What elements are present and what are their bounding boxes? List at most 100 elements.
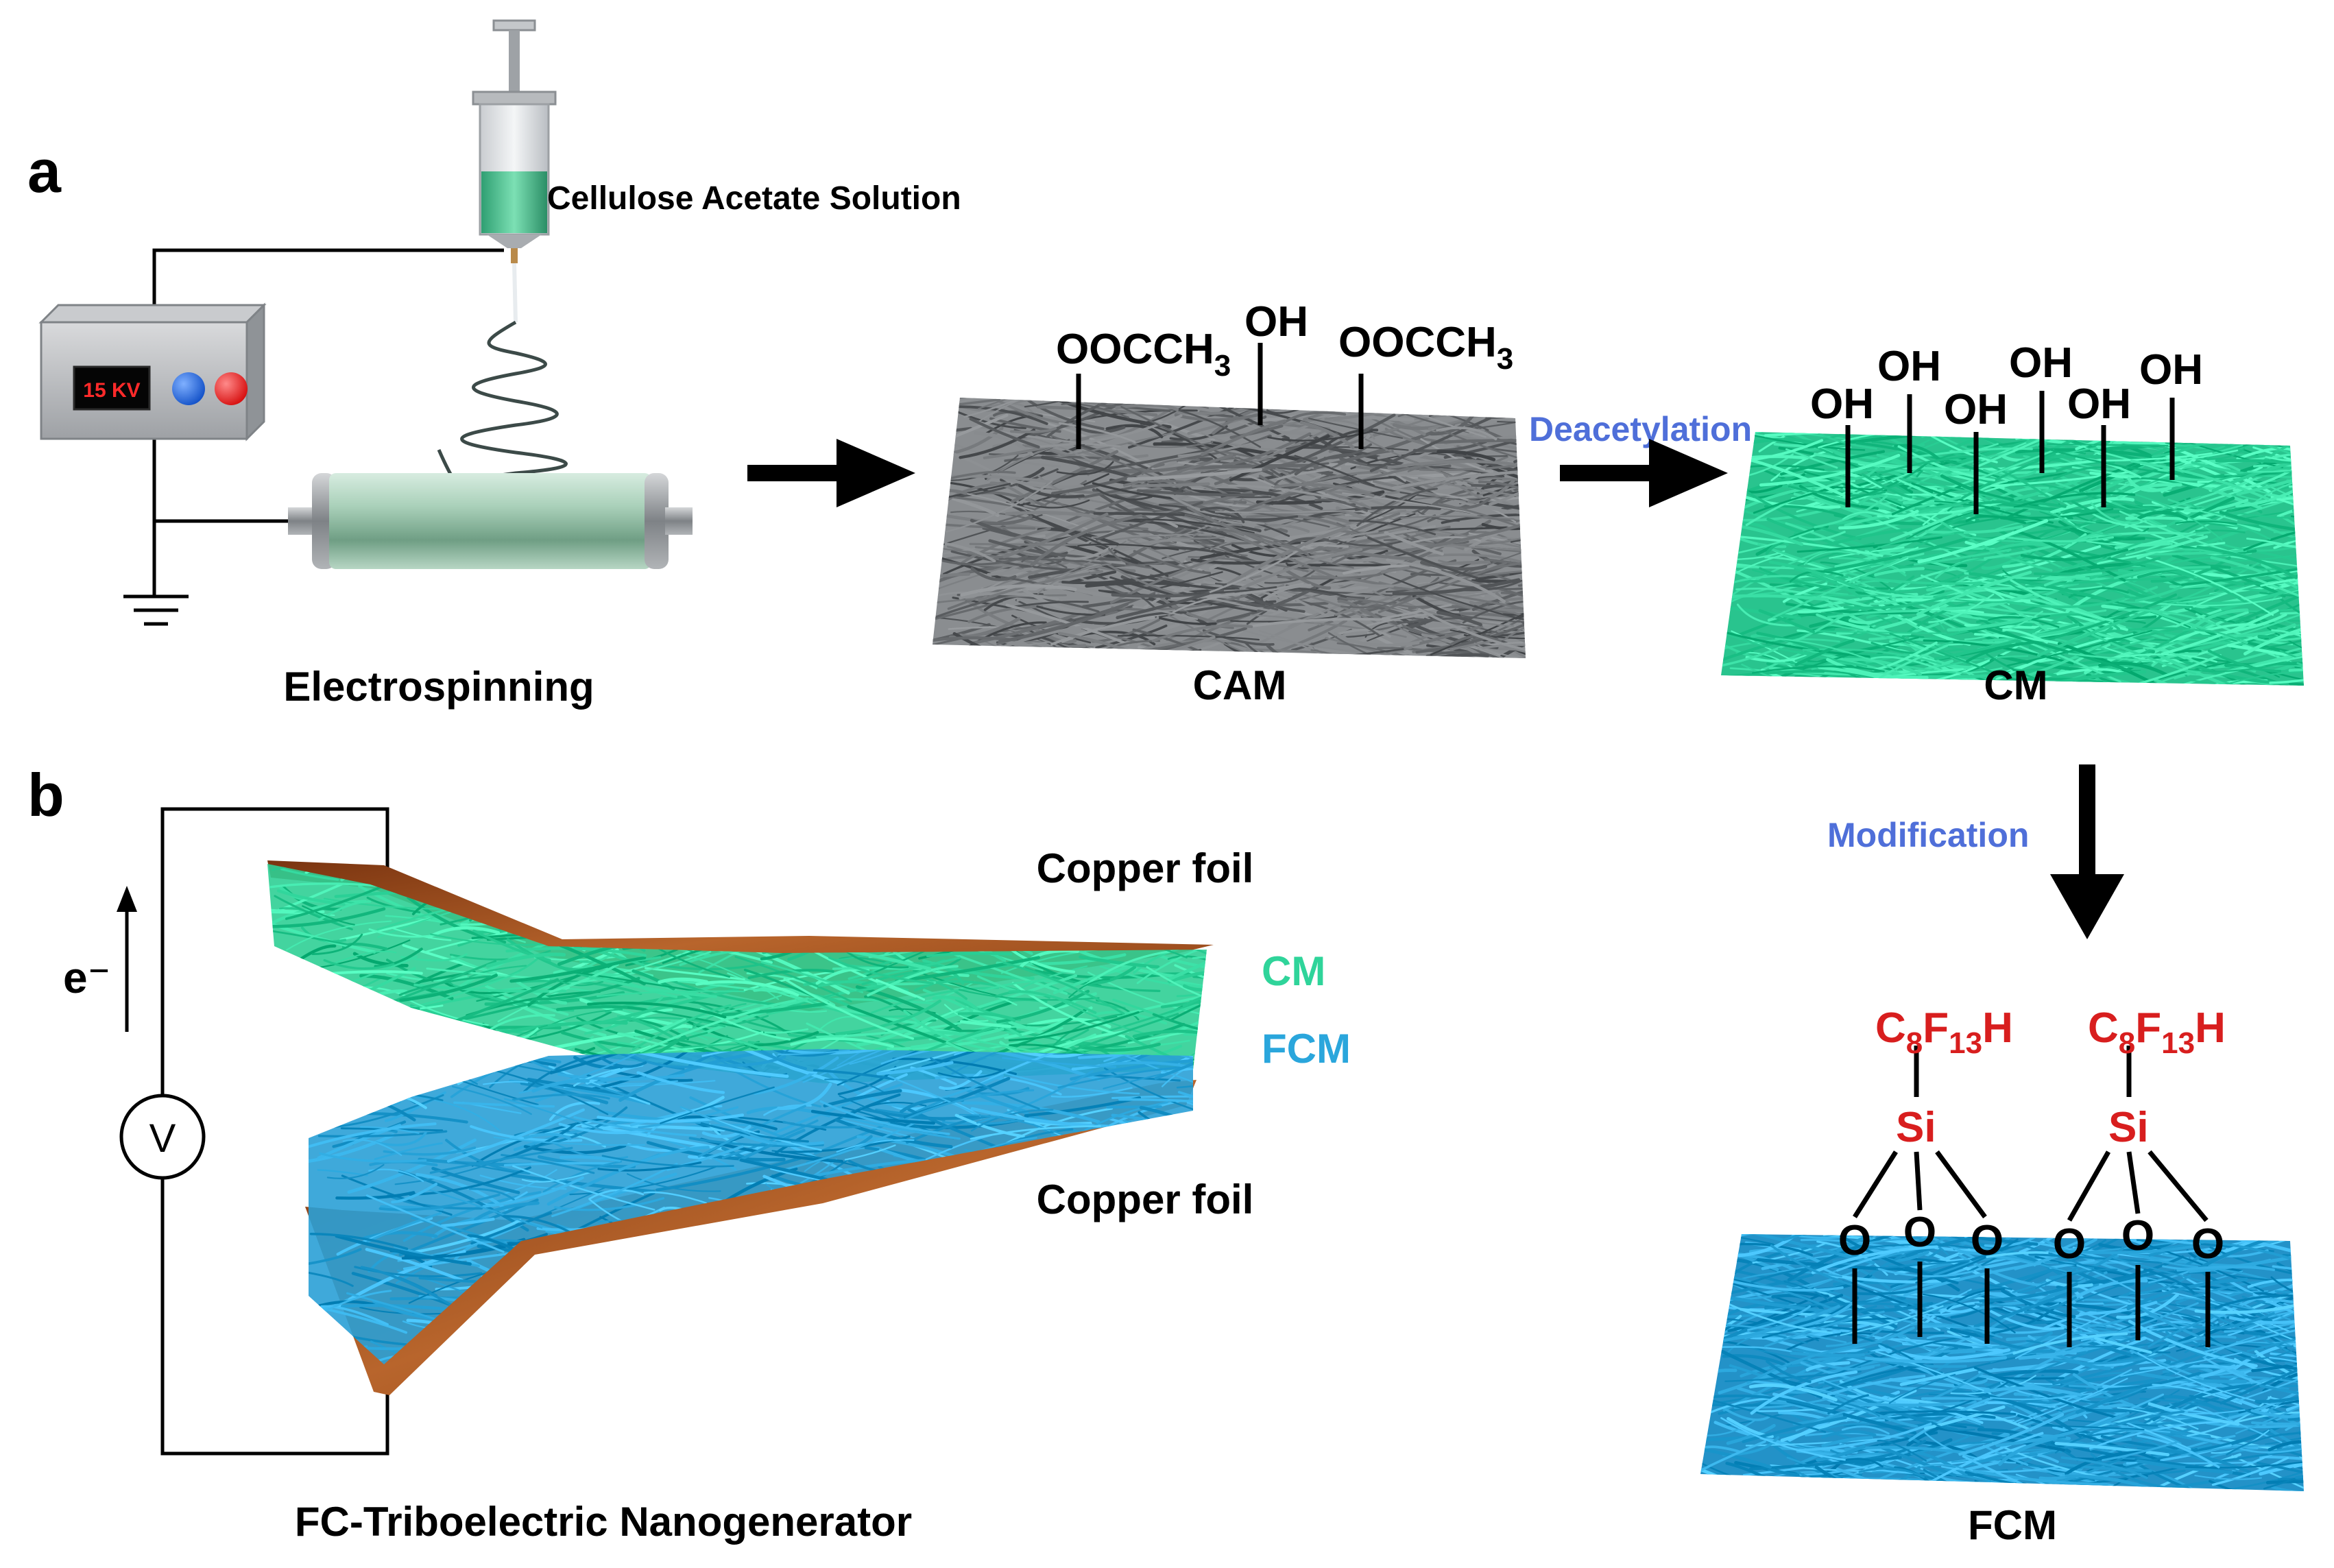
fiber-strand	[1136, 489, 1255, 497]
fiber-strand	[1336, 642, 1462, 658]
fiber-strand	[811, 913, 894, 916]
fiber-strand	[1132, 1029, 1207, 1041]
fiber-strand	[2175, 520, 2237, 525]
fiber-strand	[2286, 479, 2304, 525]
fiber-strand	[542, 883, 647, 897]
fiber-strand	[2230, 1340, 2300, 1372]
fiber-strand	[1146, 966, 1207, 1009]
fiber-strand	[1785, 602, 1929, 615]
fiber-strand	[1121, 1053, 1193, 1098]
fiber-strand	[1774, 638, 1897, 671]
fiber-strand	[1393, 586, 1524, 610]
syringe-icon	[472, 19, 557, 323]
fiber-strand	[1750, 1370, 1858, 1415]
fiber-strand	[1356, 583, 1416, 588]
fiber-strand	[1826, 623, 1923, 652]
fiber-strand	[1529, 581, 1579, 588]
fiber-strand	[2137, 432, 2264, 445]
fiber-strand	[959, 864, 1035, 880]
fiber-strand	[983, 913, 1069, 921]
fiber-strand	[1858, 494, 1903, 506]
fcm-si-left: Si	[1896, 1104, 1936, 1151]
fiber-strand	[1159, 616, 1217, 625]
fiber-strand	[1700, 1440, 1766, 1476]
fiber-strand	[978, 398, 1078, 410]
fiber-strand	[1461, 453, 1526, 486]
fiber-strand	[792, 1227, 882, 1265]
fiber-strand	[2307, 1355, 2334, 1362]
fiber-strand	[1518, 477, 1526, 527]
fiber-strand	[1400, 515, 1515, 520]
fiber-strand	[731, 1227, 836, 1238]
fiber-strand	[1940, 599, 2033, 627]
fiber-strand	[1958, 1253, 2045, 1287]
fiber-strand	[653, 1361, 757, 1364]
fiber-strand	[1100, 1327, 1193, 1355]
fiber-strand	[974, 1163, 1068, 1176]
fiber-strand	[1975, 1392, 2082, 1438]
fiber-strand	[869, 1249, 989, 1298]
fiber-strand	[725, 1251, 824, 1267]
fiber-strand	[450, 978, 560, 1024]
fiber-strand	[1183, 586, 1277, 595]
fiber-strand	[2090, 502, 2140, 524]
fiber-strand	[1194, 398, 1269, 409]
fiber-strand	[942, 1331, 1001, 1348]
fiber-strand	[590, 1340, 723, 1364]
fiber-strand	[508, 1334, 574, 1339]
fiber-strand	[658, 977, 709, 984]
fiber-strand	[782, 1120, 861, 1129]
fiber-strand	[2235, 569, 2304, 624]
fiber-strand	[1751, 665, 1885, 674]
fiber-strand	[2014, 529, 2126, 582]
fiber-strand	[1478, 477, 1526, 487]
fiber-strand	[962, 1037, 1046, 1054]
bottom-copper-foil-label: Copper foil	[1037, 1177, 1254, 1222]
fiber-strand	[1010, 426, 1057, 433]
fiber-strand	[2254, 1389, 2304, 1403]
fiber-strand	[1835, 666, 1971, 686]
fiber-strand	[360, 1266, 453, 1307]
fiber-strand	[470, 1125, 583, 1142]
fiber-strand	[843, 949, 909, 969]
fiber-strand	[1214, 509, 1356, 514]
fiber-strand	[320, 1305, 389, 1326]
fiber-strand	[1861, 473, 1912, 498]
fiber-strand	[926, 952, 1013, 958]
fiber-strand	[1139, 385, 1208, 394]
fiber-strand	[417, 864, 497, 887]
fiber-strand	[2240, 559, 2304, 586]
fiber-strand	[2166, 684, 2248, 686]
fiber-strand	[1177, 1091, 1193, 1122]
fiber-strand	[572, 1278, 717, 1327]
fiber-strand	[2210, 556, 2298, 589]
fiber-strand	[409, 1049, 507, 1068]
fiber-strand	[872, 872, 959, 895]
fiber-strand	[1725, 1462, 1810, 1491]
fiber-strand	[1782, 1301, 1854, 1332]
fiber-strand	[2017, 1414, 2161, 1462]
fiber-strand	[1875, 1351, 1992, 1395]
fiber-strand	[1825, 1484, 1895, 1491]
fiber-strand	[2086, 673, 2192, 686]
fiber-strand	[1171, 398, 1293, 402]
fiber-strand	[685, 865, 761, 891]
fiber-strand	[690, 1272, 738, 1289]
fiber-strand	[1229, 424, 1284, 439]
fiber-strand	[2215, 679, 2304, 686]
fiber-strand	[2185, 409, 2256, 428]
fiber-strand	[1199, 1074, 1273, 1108]
fiber-strand	[644, 1237, 789, 1268]
fiber-strand	[1285, 537, 1338, 546]
fiber-strand	[1436, 610, 1482, 627]
fiber-strand	[1502, 598, 1526, 616]
fiber-strand	[756, 895, 895, 906]
fiber-strand	[1024, 398, 1115, 408]
fiber-strand	[2080, 627, 2197, 675]
fiber-strand	[702, 854, 748, 860]
fiber-strand	[1478, 398, 1526, 409]
fiber-strand	[2267, 467, 2304, 501]
fiber-strand	[1043, 1233, 1140, 1266]
fiber-strand	[1349, 655, 1401, 658]
fiber-strand	[1083, 1291, 1193, 1313]
